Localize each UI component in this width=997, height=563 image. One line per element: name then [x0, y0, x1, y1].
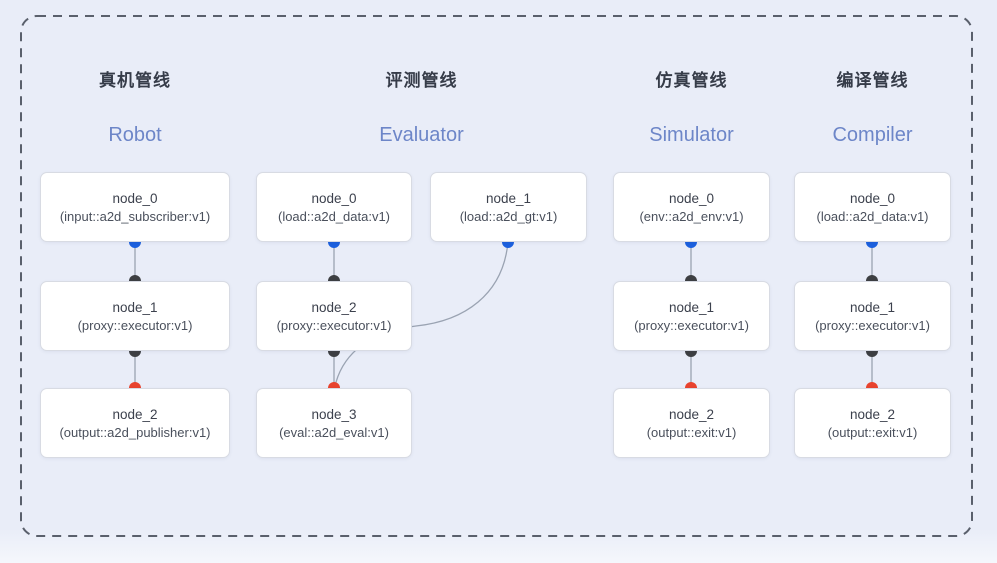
node-type: (env::a2d_env:v1) [639, 208, 744, 224]
node-name: node_0 [849, 190, 896, 206]
node-name: node_2 [668, 406, 715, 422]
robot-node-2: node_2 (output::a2d_publisher:v1) [40, 388, 230, 458]
simulator-node-1: node_1 (proxy::executor:v1) [613, 281, 770, 351]
simulator-node-0: node_0 (env::a2d_env:v1) [613, 172, 770, 242]
pipeline-title-en-simulator: Simulator [649, 124, 734, 146]
robot-node-1: node_1 (proxy::executor:v1) [40, 281, 230, 351]
node-type: (proxy::executor:v1) [815, 317, 930, 333]
evaluator-node-2: node_2 (proxy::executor:v1) [256, 281, 412, 351]
compiler-node-0: node_0 (load::a2d_data:v1) [794, 172, 951, 242]
evaluator-node-1: node_1 (load::a2d_gt:v1) [430, 172, 587, 242]
node-name: node_3 [311, 406, 357, 422]
node-name: node_1 [668, 299, 715, 315]
node-name: node_2 [112, 406, 158, 422]
pipeline-title-cn-simulator: 仿真管线 [655, 71, 728, 90]
pipeline-title-en-compiler: Compiler [832, 124, 913, 146]
evaluator-node-3: node_3 (eval::a2d_eval:v1) [256, 388, 412, 458]
node-name: node_1 [485, 190, 532, 206]
pipeline-title-en-evaluator: Evaluator [379, 124, 464, 146]
node-type: (output::exit:v1) [646, 424, 737, 440]
node-name: node_1 [849, 299, 896, 315]
compiler-node-2: node_2 (output::exit:v1) [794, 388, 951, 458]
node-name: node_0 [668, 190, 715, 206]
node-type: (output::a2d_publisher:v1) [59, 424, 211, 440]
node-type: (input::a2d_subscriber:v1) [59, 208, 211, 224]
node-type: (load::a2d_data:v1) [277, 208, 391, 224]
evaluator-node-0: node_0 (load::a2d_data:v1) [256, 172, 412, 242]
compiler-node-1: node_1 (proxy::executor:v1) [794, 281, 951, 351]
node-type: (proxy::executor:v1) [276, 317, 392, 333]
node-type: (load::a2d_gt:v1) [459, 208, 558, 224]
node-name: node_0 [112, 190, 158, 206]
node-type: (output::exit:v1) [827, 424, 918, 440]
node-name: node_2 [849, 406, 896, 422]
robot-node-0: node_0 (input::a2d_subscriber:v1) [40, 172, 230, 242]
pipeline-title-cn-compiler: 编译管线 [836, 71, 909, 90]
simulator-node-2: node_2 (output::exit:v1) [613, 388, 770, 458]
pipeline-title-en-robot: Robot [108, 124, 162, 146]
node-type: (proxy::executor:v1) [77, 317, 193, 333]
node-type: (load::a2d_data:v1) [816, 208, 929, 224]
node-name: node_2 [311, 299, 357, 315]
node-name: node_0 [311, 190, 357, 206]
node-name: node_1 [112, 299, 158, 315]
dashed-container-border [20, 15, 973, 537]
node-type: (eval::a2d_eval:v1) [279, 424, 389, 440]
node-type: (proxy::executor:v1) [634, 317, 749, 333]
pipeline-title-cn-evaluator: 评测管线 [385, 71, 458, 90]
pipeline-title-cn-robot: 真机管线 [99, 71, 171, 90]
